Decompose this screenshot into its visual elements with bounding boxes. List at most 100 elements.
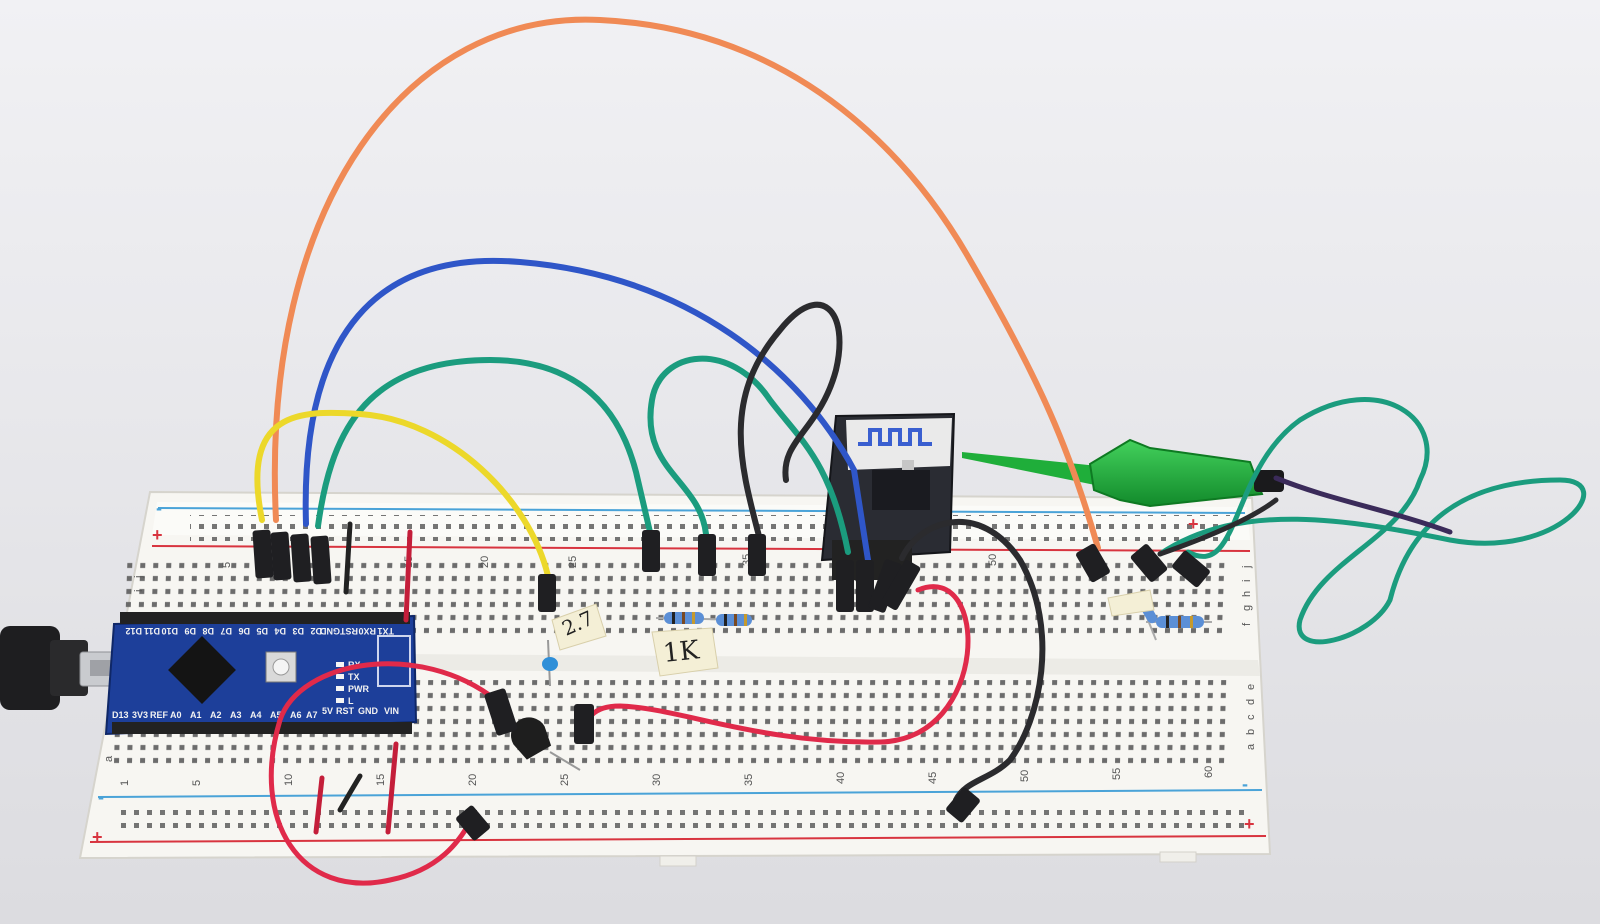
col-num-bottom: 25	[559, 774, 571, 786]
arduino-nano: RX TX PWR L TX1 RX0 RST GND D2 D3 D4 D5 …	[104, 612, 418, 736]
connector	[484, 688, 518, 736]
connector	[881, 559, 921, 611]
row-letter: j	[1241, 566, 1253, 569]
wire-teal-loop	[1157, 397, 1587, 645]
row-letter: a	[103, 755, 115, 762]
col-num-bottom: 55	[1111, 768, 1123, 780]
row-letter: j	[133, 576, 145, 579]
connector	[310, 535, 332, 585]
connector	[748, 534, 766, 576]
black-jumper	[343, 521, 353, 595]
row-letter: f	[1241, 622, 1253, 626]
pin-label: D2	[310, 626, 322, 636]
row-letter: g	[1241, 605, 1253, 611]
connector	[1076, 543, 1110, 583]
black-jumper	[337, 773, 363, 813]
transistor	[511, 717, 581, 771]
pin-label: GND	[358, 706, 379, 716]
pin-label: 5V	[322, 706, 333, 716]
col-num-top: 20	[479, 556, 491, 568]
row-letter: c	[1245, 714, 1257, 720]
pin-label: A0	[170, 710, 182, 720]
col-num-bottom: 35	[743, 774, 755, 786]
wire-green	[315, 356, 653, 535]
pin-label: REF	[150, 710, 169, 720]
pin-label: 3V3	[132, 710, 148, 720]
top-column-numbers: 5 15 20 25 35 50	[221, 554, 999, 568]
pin-label: D13	[112, 710, 129, 720]
row-letter: d	[1245, 699, 1257, 705]
pin-label: GND	[320, 626, 341, 636]
col-num-bottom: 50	[1019, 770, 1031, 782]
connector	[456, 805, 490, 841]
row-letter: h	[1241, 591, 1253, 597]
dupont-connectors	[252, 529, 1210, 841]
connector	[836, 560, 854, 612]
col-num-bottom: 30	[651, 774, 663, 786]
pin-label: D3	[292, 626, 304, 636]
pin-label: D12	[125, 626, 142, 636]
led-label: TX	[348, 672, 360, 682]
bt-antenna	[858, 428, 932, 446]
pin-label: RST	[339, 626, 358, 636]
col-num-top: 25	[567, 556, 579, 568]
wire-blue	[302, 257, 871, 563]
led-rx	[336, 662, 344, 667]
row-letter: i	[133, 590, 145, 592]
pin-label: D11	[144, 626, 160, 636]
led-tx	[336, 674, 344, 679]
pin-label: A4	[250, 710, 262, 720]
connector	[270, 531, 292, 581]
col-num-bottom: 45	[927, 772, 939, 784]
connector	[642, 530, 660, 572]
bluetooth-module	[820, 412, 956, 580]
resistors	[655, 599, 1212, 641]
connector	[1130, 544, 1168, 582]
col-num-bottom: 60	[1203, 766, 1215, 778]
bottom-blue-rail-line	[97, 789, 1263, 798]
connector	[1172, 550, 1210, 588]
tag-text: 1K	[662, 635, 701, 669]
row-letter: e	[1245, 684, 1257, 690]
col-num-bottom: 20	[467, 774, 479, 786]
bottom-left-plus: +	[92, 827, 103, 847]
pin-label: VIN	[384, 706, 399, 716]
pin-label: D5	[256, 626, 268, 636]
col-num-bottom: 5	[191, 780, 203, 786]
bottom-rail-holes	[120, 803, 1250, 831]
wire-black-2	[899, 519, 1046, 803]
green-probe-clip	[962, 438, 1284, 508]
resistor	[655, 612, 753, 626]
pin-label: D9	[184, 626, 196, 636]
connector	[290, 533, 312, 583]
pin-label: D6	[238, 626, 250, 636]
bottom-right-plus: +	[1244, 814, 1255, 834]
led-pwr	[336, 686, 344, 691]
led-label: PWR	[348, 684, 369, 694]
wire-orange	[271, 16, 1101, 551]
wire-black-3	[1157, 497, 1279, 557]
col-num-bottom: 40	[835, 772, 847, 784]
connector	[698, 534, 716, 576]
pin-label: RST	[336, 706, 355, 716]
bottom-column-numbers: 1 5 10 15 20 25 30 35 40 45 50 55 60	[119, 766, 1215, 786]
connector	[856, 560, 874, 612]
red-jumper	[313, 775, 325, 835]
icsp-header	[377, 635, 411, 687]
connector	[574, 704, 594, 744]
nano-bottom-header	[112, 722, 412, 734]
top-left-minus: -	[156, 498, 162, 518]
nano-top-header	[120, 612, 410, 624]
col-num-top: 5	[221, 562, 233, 568]
pin-label: D8	[202, 626, 214, 636]
led-label: L	[348, 696, 354, 706]
capacitor	[542, 639, 558, 687]
wires	[254, 16, 1587, 886]
connector	[946, 787, 980, 823]
bottom-right-minus: -	[1242, 774, 1248, 794]
resistor-tag-1k: 1K	[651, 627, 719, 677]
red-jumper	[403, 529, 413, 623]
col-num-bottom: 15	[375, 774, 387, 786]
short-jumpers	[313, 521, 413, 835]
